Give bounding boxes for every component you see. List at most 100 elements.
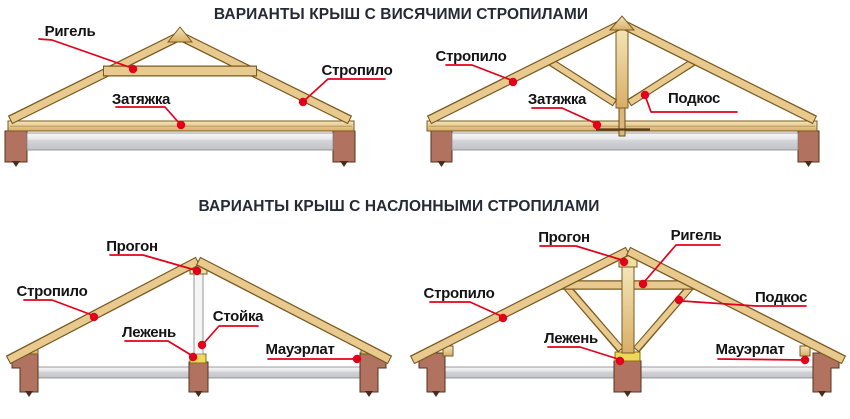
label-stropilo: Стропило bbox=[424, 285, 495, 302]
callout-rigel: Ригель bbox=[38, 23, 138, 74]
diagram-hanging-kingpost: Стропило Затяжка Подкос bbox=[426, 15, 820, 167]
section-title-hanging-rafters: ВАРИАНТЫ КРЫШ С ВИСЯЧИМИ СТРОПИЛАМИ bbox=[214, 6, 588, 23]
diagram-hanging-simple: Ригель Затяжка Стропило bbox=[4, 23, 393, 167]
pointer-dot bbox=[197, 340, 207, 350]
brick-wall-right bbox=[359, 352, 387, 393]
pointer-dot bbox=[674, 295, 684, 305]
pointer-dot bbox=[192, 266, 202, 276]
pointer-dot bbox=[638, 279, 648, 289]
leader-line bbox=[115, 106, 181, 125]
diagram-layered-simple: Прогон Стропило Лежень Стойка Мауэрлат bbox=[5, 238, 393, 397]
leader-line bbox=[717, 358, 804, 361]
rafter-left bbox=[5, 256, 201, 365]
callout-lezhen: Лежень bbox=[122, 324, 198, 362]
callout-mauerlat: Мауэрлат bbox=[715, 341, 810, 365]
break-mark bbox=[340, 161, 348, 167]
leader-line bbox=[203, 325, 259, 344]
break-mark bbox=[194, 391, 203, 397]
leader-line bbox=[547, 346, 619, 360]
label-rigel: Ригель bbox=[45, 23, 96, 40]
callout-stoyka: Стойка bbox=[197, 308, 264, 350]
pointer-dot bbox=[188, 352, 198, 362]
break-mark bbox=[25, 391, 33, 397]
leader-line bbox=[38, 38, 133, 69]
label-progon: Прогон bbox=[106, 238, 158, 255]
strut-left bbox=[562, 283, 625, 353]
rafter-left bbox=[409, 246, 631, 365]
mauerlat-right bbox=[799, 345, 811, 357]
callout-mauerlat: Мауэрлат bbox=[265, 341, 362, 364]
callout-zatyazhka: Затяжка bbox=[528, 91, 602, 130]
break-mark bbox=[818, 391, 826, 397]
pointer-dot bbox=[89, 312, 99, 322]
callout-zatyazhka: Затяжка bbox=[112, 91, 186, 130]
rafter-right bbox=[195, 256, 393, 365]
break-mark bbox=[437, 161, 446, 167]
brick-pier bbox=[430, 130, 453, 163]
label-rigel: Ригель bbox=[671, 227, 722, 244]
ridge-cap bbox=[608, 15, 636, 31]
pointer-dot bbox=[615, 356, 625, 366]
break-mark bbox=[804, 161, 813, 167]
brick-pier bbox=[4, 130, 28, 163]
leader-line bbox=[681, 300, 807, 307]
strut-right bbox=[626, 57, 698, 107]
strut-left bbox=[546, 57, 618, 107]
leader-line bbox=[644, 244, 721, 282]
label-stropilo: Стропило bbox=[17, 283, 88, 300]
diagram-layered-braced: Прогон Ригель Стропило Подкос Лежень Мау… bbox=[409, 227, 847, 397]
label-podkos: Подкос bbox=[668, 90, 720, 107]
pointer-dot bbox=[619, 257, 629, 267]
pointer-dot bbox=[640, 90, 650, 100]
rafter-left bbox=[7, 31, 183, 125]
callout-stropilo: Стропило bbox=[436, 48, 518, 87]
callout-lezhen: Лежень bbox=[544, 330, 625, 366]
label-stoyka: Стойка bbox=[213, 308, 264, 325]
label-stropilo: Стропило bbox=[322, 62, 393, 79]
leader-line bbox=[304, 78, 386, 101]
label-mauerlat: Мауэрлат bbox=[265, 341, 334, 358]
leader-line bbox=[539, 245, 623, 261]
callout-stropilo: Стропило bbox=[17, 283, 99, 322]
king-post bbox=[615, 26, 629, 109]
pointer-dot bbox=[128, 64, 138, 74]
callout-rigel: Ригель bbox=[638, 227, 722, 289]
label-lezhen: Лежень bbox=[122, 324, 176, 341]
callout-stropilo: Стропило bbox=[298, 62, 393, 107]
pointer-dot bbox=[176, 120, 186, 130]
rafter-right bbox=[177, 31, 353, 125]
callout-progon: Прогон bbox=[538, 229, 629, 267]
ridge-cap bbox=[166, 26, 194, 43]
break-mark bbox=[623, 391, 632, 397]
pointer-dot bbox=[592, 120, 602, 130]
pointer-dot bbox=[508, 77, 518, 87]
brick-pier-center bbox=[188, 361, 209, 393]
section-title-layered-rafters: ВАРИАНТЫ КРЫШ С НАСЛОННЫМИ СТРОПИЛАМИ bbox=[198, 198, 599, 215]
brick-pier bbox=[332, 130, 356, 163]
label-lezhen: Лежень bbox=[544, 330, 598, 347]
floor-slab bbox=[26, 132, 334, 151]
leader-line bbox=[645, 97, 738, 113]
pointer-dot bbox=[498, 313, 508, 323]
support-post bbox=[621, 265, 635, 354]
callout-stropilo: Стропило bbox=[424, 285, 508, 323]
brick-pier bbox=[797, 130, 820, 163]
break-mark bbox=[432, 391, 440, 397]
label-progon: Прогон bbox=[538, 229, 590, 246]
label-zatyazhka: Затяжка bbox=[528, 91, 587, 108]
label-stropilo: Стропило bbox=[436, 48, 507, 65]
brick-wall-right bbox=[812, 352, 840, 393]
strut-right bbox=[632, 283, 695, 353]
kingpost-tongue bbox=[618, 105, 626, 137]
pointer-dot bbox=[298, 97, 308, 107]
label-mauerlat: Мауэрлат bbox=[715, 341, 784, 358]
callout-progon: Прогон bbox=[106, 238, 202, 276]
brick-pier-center bbox=[613, 360, 642, 393]
callout-podkos: Подкос bbox=[640, 90, 738, 113]
rafter-left bbox=[426, 19, 625, 125]
leader-line bbox=[124, 340, 192, 356]
label-podkos: Подкос bbox=[755, 289, 807, 306]
label-zatyazhka: Затяжка bbox=[112, 91, 171, 108]
